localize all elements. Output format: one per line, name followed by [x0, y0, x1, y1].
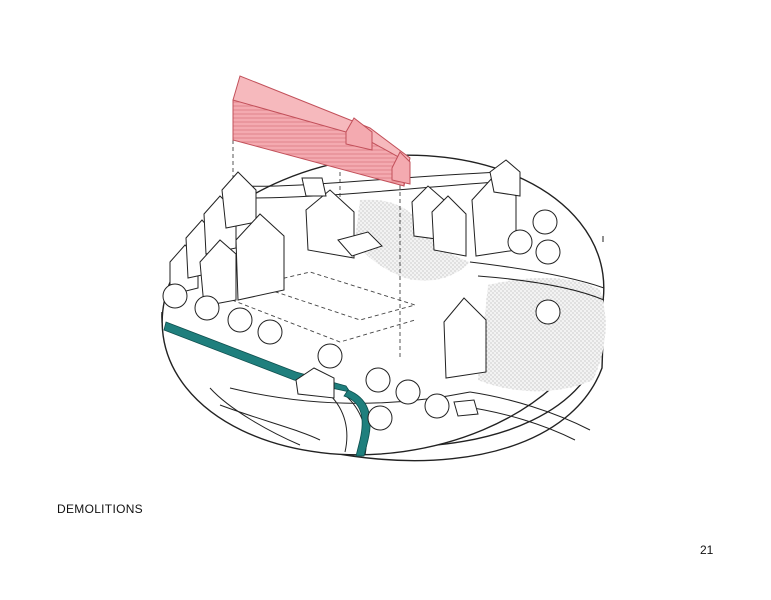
tree	[367, 405, 393, 431]
road-south-east	[469, 391, 591, 431]
hatched-courtyard	[355, 199, 470, 281]
tree	[227, 307, 253, 333]
tree	[162, 283, 188, 309]
building-west-6	[235, 213, 285, 301]
caption: DEMOLITIONS	[57, 502, 143, 516]
demolished-gable	[345, 117, 373, 151]
demolished-building	[232, 75, 411, 187]
canal-south	[343, 389, 371, 457]
road-north	[239, 171, 501, 187]
road-curve-mid	[219, 404, 321, 441]
tree	[535, 239, 561, 265]
tree	[535, 299, 561, 325]
building-north-east-2	[431, 195, 467, 257]
road-east	[469, 261, 605, 289]
building-north-east-3	[471, 175, 517, 257]
road-north-2	[249, 181, 496, 199]
tree	[395, 379, 421, 405]
road-east-2	[477, 275, 605, 301]
road-southwest	[209, 387, 301, 446]
building-south	[295, 367, 335, 399]
tree	[507, 229, 533, 255]
tree	[194, 295, 220, 321]
tree	[257, 319, 283, 345]
footprint-inner	[231, 299, 416, 343]
building-central-annex	[337, 231, 383, 257]
demolition-footprint	[231, 140, 417, 360]
hatched-park-east	[478, 278, 606, 392]
tree	[532, 209, 558, 235]
building-east	[443, 297, 487, 379]
building-west-4	[221, 171, 257, 229]
tree	[424, 393, 450, 419]
demolished-gable-east	[391, 151, 411, 185]
page-number: 21	[700, 543, 714, 557]
road-bend	[329, 394, 348, 453]
tree	[365, 367, 391, 393]
tree	[317, 343, 343, 369]
building-north-east-4	[489, 159, 521, 197]
buildings	[169, 159, 521, 417]
stairs-south	[453, 399, 479, 417]
trees	[162, 209, 561, 431]
stairs-north	[301, 177, 327, 197]
hatched-ground	[355, 199, 606, 392]
footprint-outline	[253, 271, 417, 321]
